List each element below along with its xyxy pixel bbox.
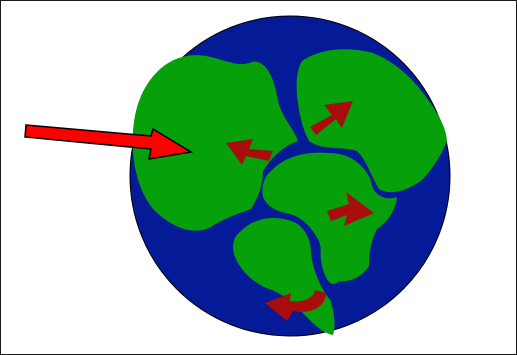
- continental-drift-diagram: [1, 1, 516, 354]
- diagram-canvas: [0, 0, 517, 355]
